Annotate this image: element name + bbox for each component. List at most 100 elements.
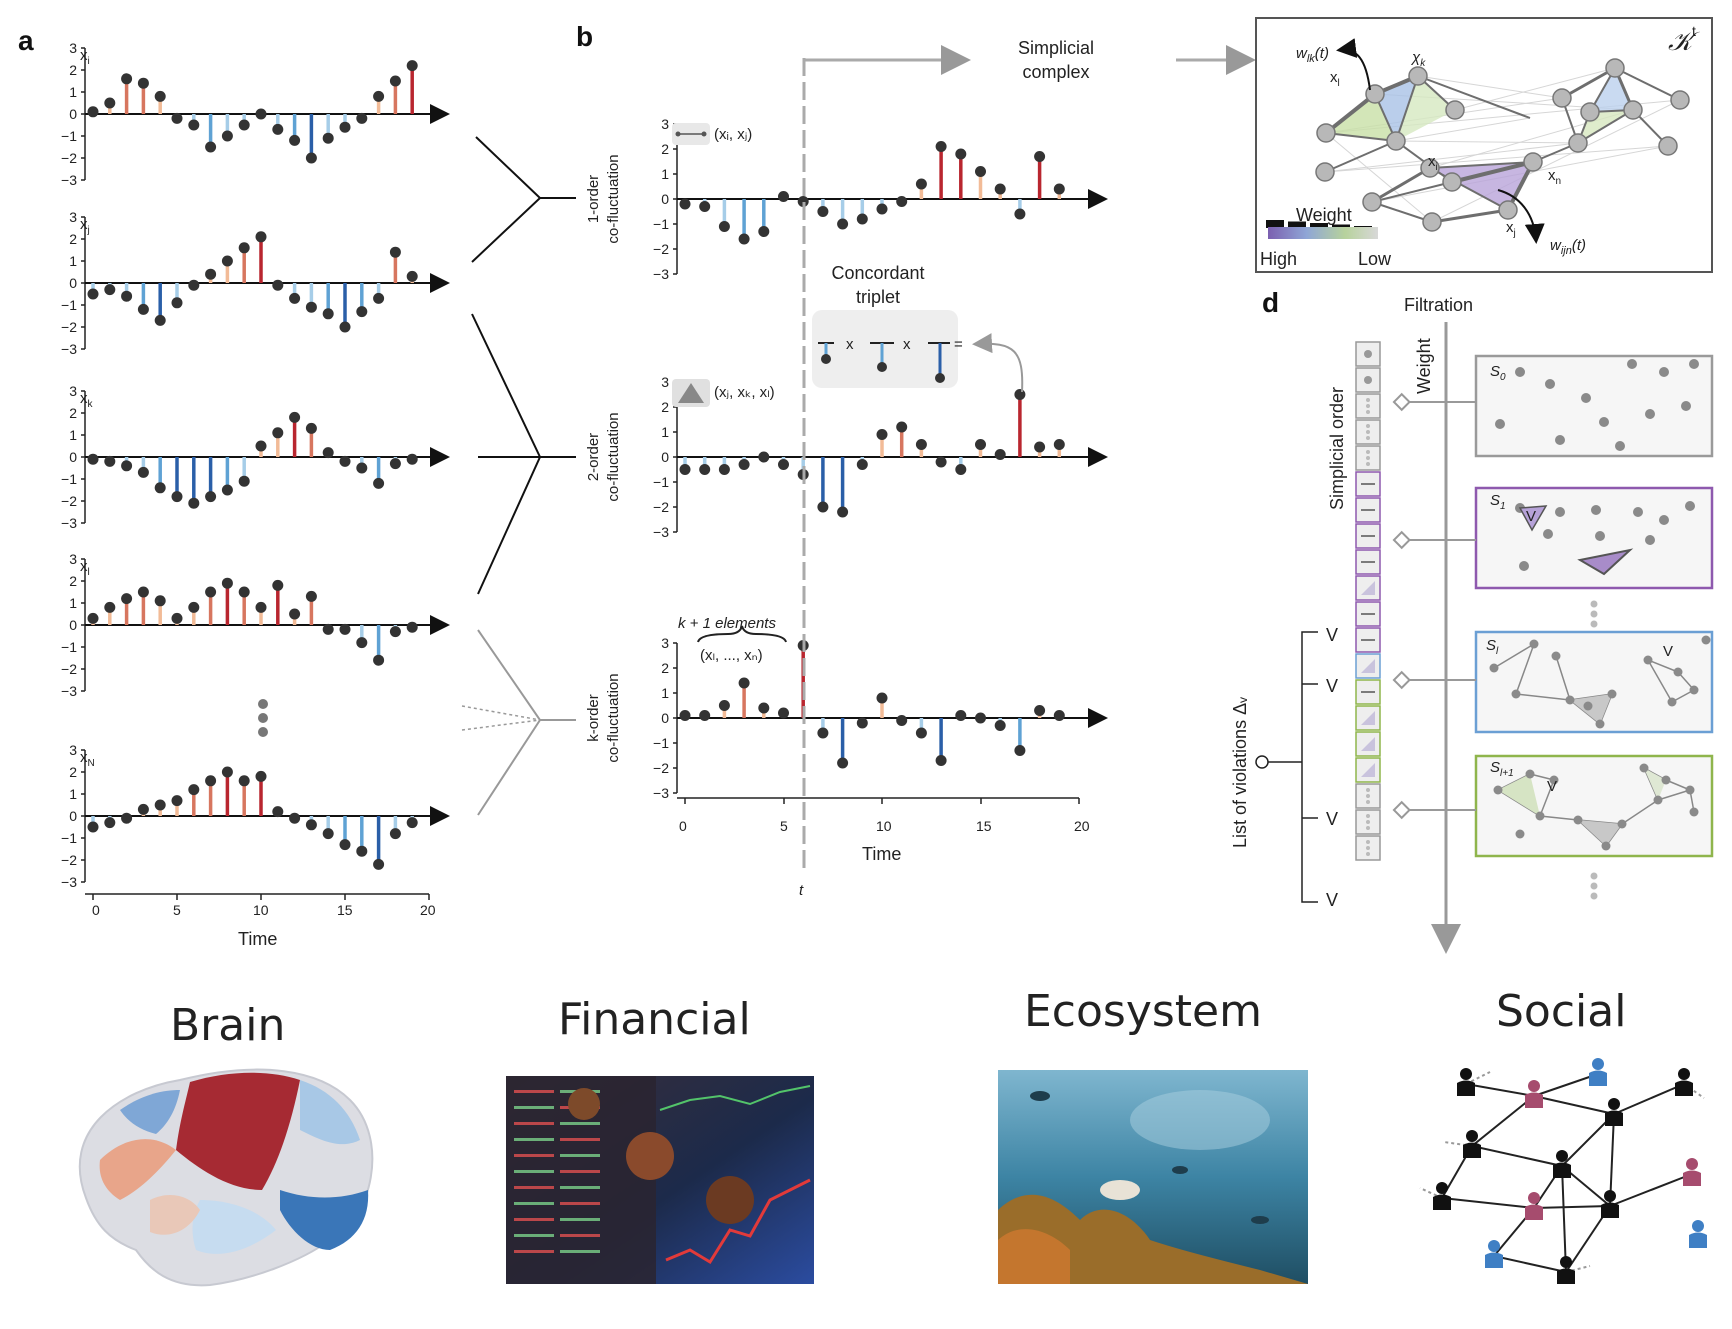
panel-a-N-point — [238, 775, 250, 787]
panel-b-3-ytick: 1 — [661, 685, 669, 701]
panel-a-j-ytick: −1 — [61, 297, 77, 313]
panel-b-3-point — [699, 710, 711, 721]
panel-b-1-point — [1014, 208, 1026, 220]
panel-b-ylabel: co-fluctuation — [605, 154, 622, 243]
financial-image — [506, 1076, 814, 1284]
person-icon — [1463, 1130, 1481, 1158]
panel-b-1-point — [837, 218, 849, 230]
panel-b-1-point — [876, 203, 888, 215]
panel-a-l-point — [121, 593, 133, 605]
filtration-step-box — [1474, 486, 1714, 590]
panel-b-1-point — [1053, 183, 1065, 195]
panel-a-k-point — [373, 477, 385, 489]
panel-a-i-point — [389, 75, 401, 87]
panel-b-2-ytick: 2 — [661, 399, 669, 415]
panel-a-N-point — [406, 817, 418, 829]
panel-a-j-point — [104, 284, 116, 296]
panel-label-a: a — [18, 25, 34, 56]
violation-mark: V — [1326, 625, 1338, 645]
weight-axis-label: Weight — [1414, 338, 1434, 394]
panel-a-l-point — [322, 623, 334, 635]
person-icon — [1689, 1220, 1707, 1248]
node-dot — [1545, 379, 1555, 389]
panel-a-N-ytick: −1 — [61, 830, 77, 846]
panel-b-legend: (xᵢ, xⱼ) — [714, 126, 752, 143]
panel-b-2-ytick: −3 — [653, 524, 669, 540]
panel-b-3-point — [915, 727, 927, 739]
panel-a-N-point — [289, 812, 301, 824]
panel-a-j-point — [87, 288, 99, 300]
panel-b-3-point — [758, 702, 770, 714]
node-label-xl: xl — [1330, 69, 1340, 89]
panel-a-N-point — [87, 821, 99, 833]
concordant-label-line1: Concordant — [831, 263, 924, 283]
network-node — [1316, 123, 1336, 143]
person-icon — [1601, 1190, 1619, 1218]
connector-lines — [461, 136, 576, 816]
panel-a-j-point — [121, 290, 133, 302]
network-node — [1623, 100, 1643, 120]
person-icon — [1525, 1192, 1543, 1220]
panel-b-xlabel: Time — [862, 844, 901, 864]
ellipsis-dot — [258, 699, 268, 709]
strong-edge — [1429, 167, 1509, 211]
node-label-xk: χk — [1410, 49, 1426, 69]
order-cell — [1355, 549, 1381, 575]
panel-label-d: d — [1262, 287, 1279, 318]
panel-a-j-ytick: 1 — [69, 253, 77, 269]
panel-a-j-point — [406, 270, 418, 282]
panel-a-i-ytick: 3 — [69, 40, 77, 56]
network-node — [1420, 158, 1440, 178]
network-node — [1442, 172, 1462, 192]
panel-b-ylabel: co-fluctuation — [605, 412, 622, 501]
strong-edge — [1561, 66, 1616, 100]
panel-a-k-point — [305, 422, 317, 434]
social-link — [1613, 1083, 1685, 1115]
brain-image — [78, 1068, 374, 1287]
panel-b-xtick-10: 10 — [876, 818, 892, 834]
social-link — [1533, 1073, 1599, 1097]
panel-a-j-ytick: −2 — [61, 319, 77, 335]
panel-a-i-ytick: 0 — [69, 106, 77, 122]
weight-colorbar — [1268, 227, 1378, 239]
panel-a-l-point — [389, 626, 401, 638]
w-lk-label: wlk(t) — [1296, 45, 1329, 65]
panel-a-l-point — [373, 654, 385, 666]
violation-mark: V — [1326, 676, 1338, 696]
domain-ecosystem-title: Ecosystem — [1024, 986, 1262, 1037]
panel-b-1-point — [955, 148, 967, 160]
social-link — [1533, 1095, 1615, 1115]
social-link — [1471, 1095, 1535, 1147]
panel-b-1-ytick: −1 — [653, 216, 669, 232]
node-dot — [1599, 417, 1609, 427]
strong-edge — [1324, 92, 1377, 135]
weight-bar — [1310, 223, 1328, 228]
simplex-triangle — [1590, 68, 1633, 112]
panel-a-i-point — [406, 60, 418, 72]
social-link — [1561, 1165, 1567, 1273]
panel-a-i-point — [255, 108, 267, 120]
strong-edge — [1371, 201, 1433, 223]
panel-a-l-ytick: −1 — [61, 639, 77, 655]
network-node — [1580, 102, 1600, 122]
panel-a-N-point — [188, 784, 200, 796]
node-label-xi: xi — [1428, 153, 1438, 173]
strong-edge — [1371, 181, 1453, 203]
panel-a-j-ytick: 3 — [69, 209, 77, 225]
weak-edge — [1324, 145, 1669, 173]
panel-c-simplicial-complex: 𝒦 t Weight High Low wlk(t) wijn(t) χk xl… — [1255, 17, 1713, 273]
panel-a-l-point — [305, 590, 317, 602]
k-elements-brace — [697, 625, 787, 643]
panel-a-j-ytick: −3 — [61, 341, 77, 357]
node-dot — [1659, 367, 1669, 377]
panel-b-2-point — [679, 464, 691, 475]
panel-b-3-point — [955, 710, 967, 721]
panel-b-1-ytick: 2 — [661, 141, 669, 157]
panel-a-i-point — [205, 141, 217, 153]
panel-b-1-point — [915, 178, 927, 190]
violation-mark: V — [1326, 890, 1338, 910]
panel-a-i-point — [154, 90, 166, 102]
node-dot — [1689, 359, 1699, 369]
s1-label: S1 — [1490, 492, 1506, 512]
panel-b-2-point — [896, 421, 908, 433]
